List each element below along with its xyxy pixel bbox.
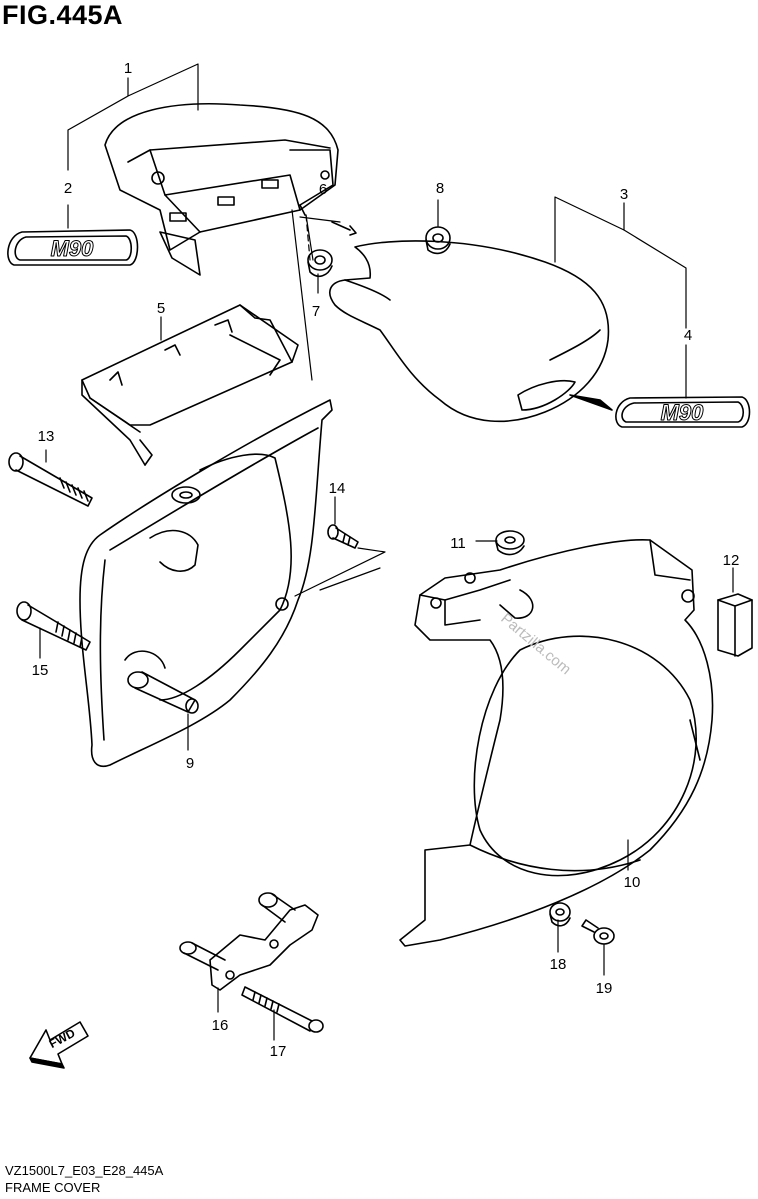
part-1-upper-cover[interactable] [104, 102, 339, 276]
watermark-text: Partzilla.com [497, 610, 574, 678]
emblem-right-text: M90 [661, 400, 705, 425]
part-9-frame-cover[interactable] [79, 399, 333, 767]
callout-13: 13 [38, 428, 55, 445]
callout-8: 8 [436, 180, 444, 197]
callout-4: 4 [684, 327, 692, 344]
part-16-bracket[interactable] [179, 892, 319, 991]
callout-12: 12 [723, 552, 740, 569]
callout-19: 19 [596, 980, 613, 997]
part-14-bolt[interactable] [327, 524, 359, 549]
emblem-left-text: M90 [51, 236, 95, 261]
part-12-pad[interactable] [717, 593, 753, 657]
callout-3: 3 [620, 186, 628, 203]
part-8-grommet[interactable] [425, 226, 451, 255]
part-7-grommet[interactable] [307, 249, 333, 278]
callout-14: 14 [329, 480, 346, 497]
part-6-screw[interactable] [331, 221, 357, 236]
callout-7: 7 [312, 303, 320, 320]
callout-9: 9 [186, 755, 194, 772]
part-4-emblem-right[interactable]: M90 [569, 394, 751, 428]
part-2-emblem-left[interactable]: M90 [7, 229, 139, 266]
callout-11: 11 [450, 535, 466, 552]
callout-15: 15 [32, 662, 49, 679]
part-15-bolt[interactable] [16, 601, 91, 651]
callout-5: 5 [157, 300, 165, 317]
part-13-bolt[interactable] [8, 452, 93, 507]
callout-18: 18 [550, 956, 567, 973]
callout-6: 6 [319, 181, 327, 198]
callout-2: 2 [64, 180, 72, 197]
part-10-crank-cover[interactable] [399, 538, 714, 947]
part-18-grommet[interactable] [549, 902, 571, 927]
figure-title: FIG.445A [2, 0, 124, 30]
leader-lines [39, 63, 734, 1041]
callout-1: 1 [124, 60, 132, 77]
part-19-bolt[interactable] [581, 919, 615, 945]
part-3-side-cover[interactable] [329, 240, 610, 423]
diagram-code: VZ1500L7_E03_E28_445A [5, 1163, 164, 1178]
callout-10: 10 [624, 874, 641, 891]
part-5-bracket[interactable] [81, 304, 299, 466]
diagram-name: FRAME COVER [5, 1180, 101, 1195]
fwd-arrow-icon: FWD [29, 1021, 89, 1069]
callout-17: 17 [270, 1043, 287, 1060]
part-17-bolt[interactable] [241, 986, 324, 1033]
callout-16: 16 [212, 1017, 229, 1034]
part-11-grommet[interactable] [495, 530, 525, 556]
